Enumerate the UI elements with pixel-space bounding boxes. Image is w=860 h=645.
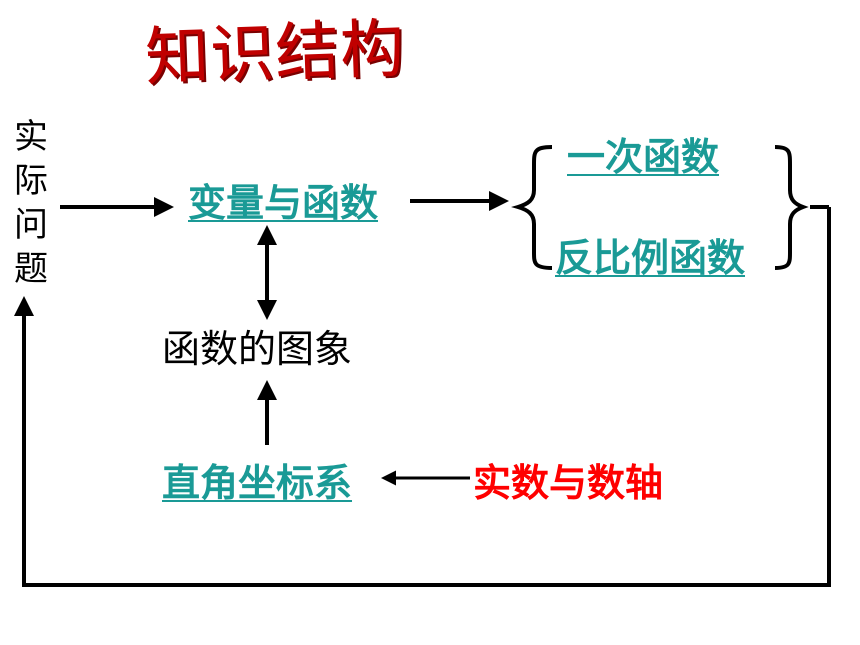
function-graph-label: 函数的图象 — [162, 327, 353, 371]
real-problem-char-1: 实 — [14, 117, 48, 157]
inverse-proportion-link[interactable]: 反比例函数 — [555, 236, 746, 280]
variables-functions-link[interactable]: 变量与函数 — [188, 181, 379, 225]
right-brace — [774, 145, 809, 270]
real-problem-char-4: 题 — [14, 249, 48, 289]
real-problem-label: 实 际 问 题 — [14, 115, 58, 291]
real-problem-char-3: 问 — [14, 205, 48, 245]
feedback-loop-line — [13, 207, 831, 587]
left-brace — [511, 145, 553, 270]
real-number-line-label: 实数与数轴 — [473, 461, 664, 505]
real-problem-char-2: 际 — [14, 161, 48, 201]
linear-function-link[interactable]: 一次函数 — [567, 135, 720, 179]
coordinate-system-link[interactable]: 直角坐标系 — [162, 461, 353, 505]
